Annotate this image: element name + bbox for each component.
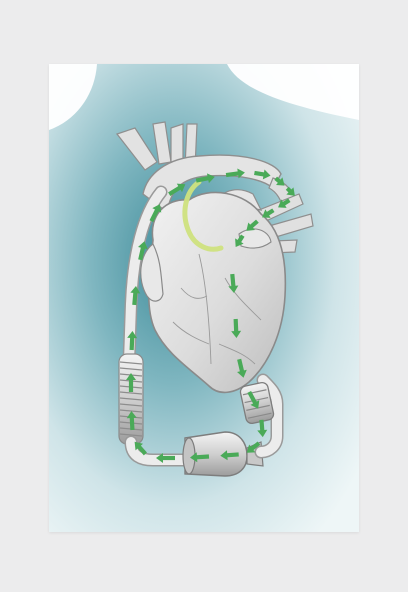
flow-arrow-shaft: [236, 319, 237, 332]
flow-arrow-shaft: [239, 359, 242, 372]
flow-arrow-shaft: [132, 417, 133, 430]
lvad-heart-illustration: [49, 64, 359, 532]
flow-arrow-shaft: [226, 454, 238, 455]
flow-arrow-shaft: [196, 178, 209, 181]
flow-arrow-shaft: [132, 337, 133, 350]
ribbed-graft-section: [119, 354, 143, 444]
flow-arrow-shaft: [140, 247, 143, 260]
flow-arrow-shaft: [226, 173, 239, 175]
flow-arrow-shaft: [261, 420, 262, 431]
flow-arrow-shaft: [254, 173, 264, 175]
flow-arrow-shaft: [134, 292, 135, 305]
flow-arrow-shaft: [196, 457, 209, 458]
flow-arrow-shaft: [232, 274, 233, 287]
illustration-panel: [49, 64, 359, 532]
